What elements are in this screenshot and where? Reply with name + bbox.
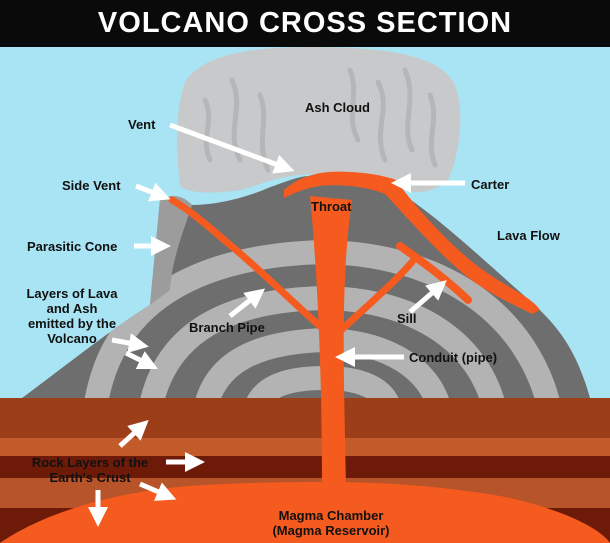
diagram-title: VOLCANO CROSS SECTION xyxy=(97,7,513,39)
ash-cloud xyxy=(177,47,461,193)
conduit-shape xyxy=(310,196,352,488)
arrow-vent xyxy=(169,122,295,174)
arrow-rock-1 xyxy=(118,419,149,448)
arrow-side-vent xyxy=(135,182,171,202)
label-throat: Throat xyxy=(311,199,352,214)
label-layers: Layers of Lava and Ash emitted by the Vo… xyxy=(18,286,126,346)
label-layers-line1: Layers of Lava xyxy=(26,286,118,301)
side-vent-pipe xyxy=(168,196,334,339)
label-layers-line2: and Ash xyxy=(46,301,98,316)
label-magma-line1: Magma Chamber xyxy=(278,508,384,523)
rock-layer-1 xyxy=(0,398,610,438)
label-rock-layers: Rock Layers of the Earth's Crust xyxy=(16,455,164,485)
label-carter: Carter xyxy=(471,177,510,192)
arrow-layers-2 xyxy=(124,350,159,370)
magma-chamber xyxy=(0,482,610,543)
label-side-vent: Side Vent xyxy=(62,178,121,193)
label-vent: Vent xyxy=(128,117,156,132)
label-parasitic-cone: Parasitic Cone xyxy=(27,239,118,254)
lava-branches xyxy=(168,196,472,339)
rock-layer-3 xyxy=(0,456,610,478)
label-magma-chamber: Magma Chamber (Magma Reservoir) xyxy=(256,508,406,538)
arrow-layers-1 xyxy=(111,333,149,353)
label-ash-cloud: Ash Cloud xyxy=(305,100,370,115)
label-branch-pipe: Branch Pipe xyxy=(189,320,265,335)
label-layers-line3: emitted by the xyxy=(27,316,117,331)
label-sill: Sill xyxy=(397,311,417,326)
arrow-branch-pipe xyxy=(228,288,266,318)
rock-layer-2 xyxy=(0,438,610,456)
label-rock-line2: Earth's Crust xyxy=(49,470,131,485)
label-rock-line1: Rock Layers of the xyxy=(31,455,149,470)
arrow-sill xyxy=(408,280,447,314)
volcano-illustration xyxy=(0,47,610,543)
title-bar: VOLCANO CROSS SECTION xyxy=(0,0,610,47)
label-magma-line2: (Magma Reservoir) xyxy=(272,523,390,538)
label-conduit: Conduit (pipe) xyxy=(409,350,498,365)
crater-lava xyxy=(284,171,540,314)
label-lava-flow: Lava Flow xyxy=(497,228,560,243)
parasitic-cone xyxy=(150,196,192,305)
lava-system xyxy=(284,171,540,488)
label-layers-line4: Volcano xyxy=(47,331,97,346)
arrow-rock-3 xyxy=(139,481,177,501)
sill-flow xyxy=(396,242,472,304)
sill-pipe xyxy=(334,258,416,337)
label-arrows xyxy=(88,122,465,527)
